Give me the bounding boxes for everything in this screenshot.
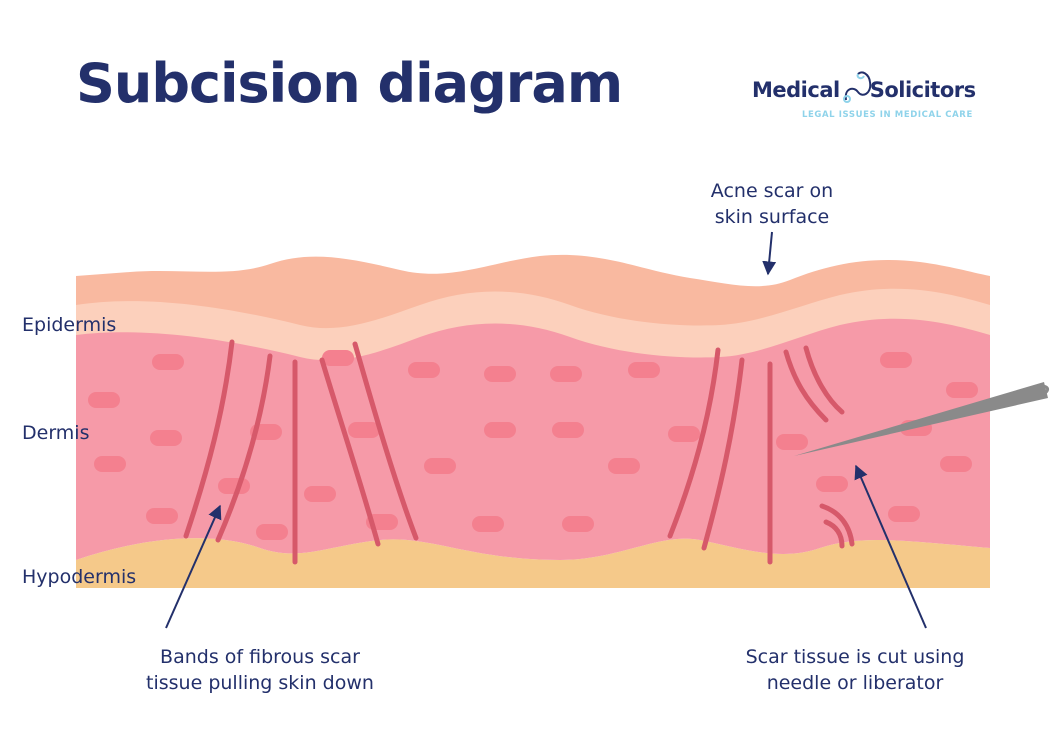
page-title: Subcision diagram [76, 52, 623, 115]
epidermis-label: Epidermis [22, 314, 117, 336]
acne-scar-callout: Acne scar on skin surface [662, 178, 882, 230]
cut-arrow [854, 464, 927, 629]
epidermis-inner-layer [76, 283, 990, 361]
acne-scar-callout-line-2: skin surface [714, 206, 830, 228]
acne-scar-arrow [762, 231, 777, 276]
cut-callout: Scar tissue is cut using needle or liber… [710, 644, 1000, 696]
logo-name-left: Medical [752, 78, 840, 102]
bands-callout-line-1: Bands of fibrous scar [160, 646, 360, 668]
dermis-layer [76, 313, 990, 560]
stethoscope-icon [843, 71, 872, 103]
logo-name-right: Solicitors [869, 78, 976, 102]
hypodermis-label: Hypodermis [22, 566, 137, 588]
cut-callout-line-1: Scar tissue is cut using [745, 646, 965, 668]
bands-arrow [165, 504, 222, 629]
medical-solicitors-logo[interactable]: Medical Solicitors LEGAL ISSUES IN MEDICA… [752, 66, 1002, 130]
dermis-label: Dermis [22, 422, 90, 444]
needle-icon [794, 382, 1050, 456]
bands-callout: Bands of fibrous scar tissue pulling ski… [110, 644, 410, 696]
fibrous-bands-right [667, 345, 855, 565]
fibrous-bands-left [183, 339, 419, 565]
epidermis-outer-layer [76, 254, 990, 329]
bands-callout-line-2: tissue pulling skin down [146, 672, 374, 694]
acne-scar-callout-line-1: Acne scar on [710, 180, 834, 202]
cut-callout-line-2: needle or liberator [766, 672, 944, 694]
logo-tagline: LEGAL ISSUES IN MEDICAL CARE [802, 110, 973, 120]
hypodermis-layer [76, 538, 990, 588]
